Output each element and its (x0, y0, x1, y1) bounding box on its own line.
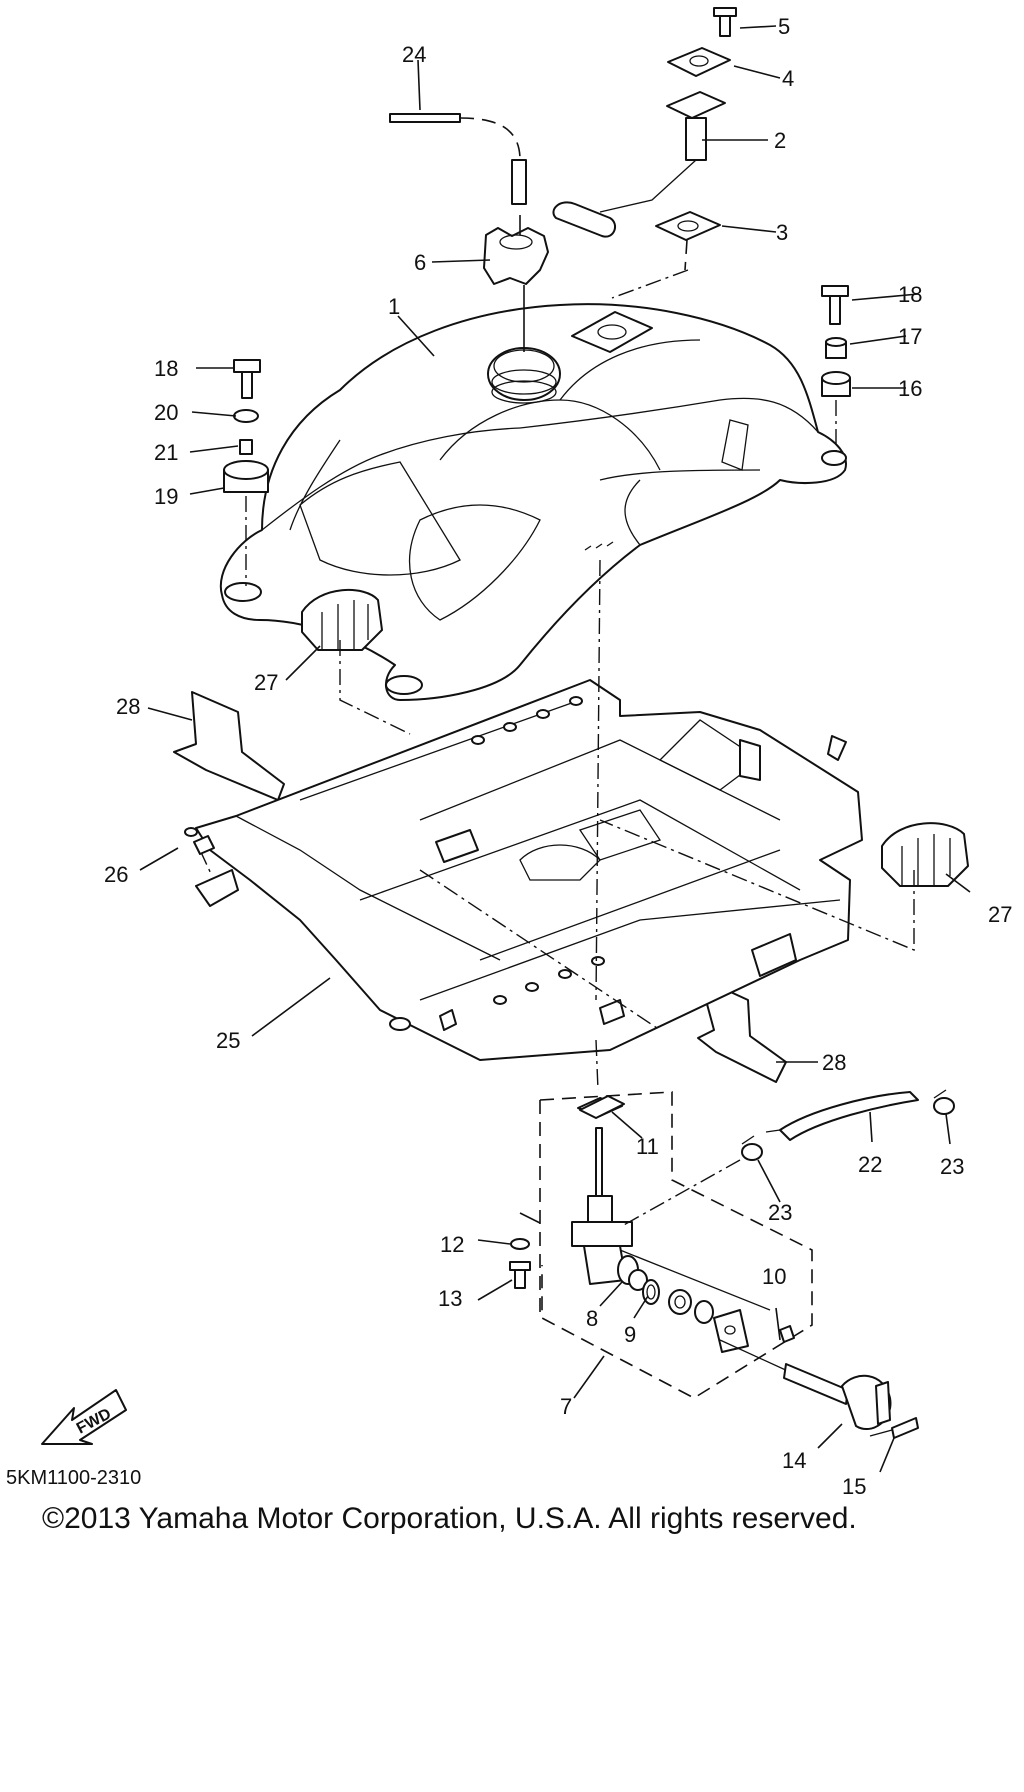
callout-11: 11 (636, 1134, 659, 1159)
callout-17: 17 (898, 324, 922, 349)
callout-16: 16 (898, 376, 922, 401)
callout-2: 2 (774, 128, 786, 153)
callout-9: 9 (624, 1322, 636, 1347)
drawing-code: 5KM1100-2310 (6, 1467, 142, 1489)
callout-8: 8 (586, 1306, 598, 1331)
callout-18-right: 18 (898, 282, 922, 307)
callout-numbers: 1 2 3 4 5 6 7 8 9 10 11 12 13 14 15 16 1… (104, 14, 1012, 1499)
callout-28-left: 28 (116, 694, 140, 719)
callout-28-right: 28 (822, 1050, 846, 1075)
callout-5: 5 (778, 14, 790, 39)
fuel-sender-assembly (552, 7, 737, 299)
callout-20: 20 (154, 400, 178, 425)
callout-leaders (139, 25, 971, 1473)
right-mount-hardware (821, 285, 851, 452)
forward-arrow: FWD (41, 1389, 127, 1445)
callout-27-right: 27 (988, 902, 1012, 927)
callout-26: 26 (104, 862, 128, 887)
callout-22: 22 (858, 1152, 882, 1177)
callout-23-center: 23 (768, 1200, 792, 1225)
copyright-notice: ©2013 Yamaha Motor Corporation, U.S.A. A… (42, 1502, 857, 1535)
callout-1: 1 (388, 294, 400, 319)
callout-14: 14 (782, 1448, 806, 1473)
alignment-lines (199, 559, 915, 1091)
screw-26 (184, 827, 215, 855)
callout-15: 15 (842, 1474, 866, 1499)
callout-24: 24 (402, 42, 426, 67)
fuel-cock-gasket (579, 1095, 625, 1119)
hose-clamp-bottom (741, 1135, 763, 1161)
callout-25: 25 (216, 1028, 240, 1053)
callout-18-left: 18 (154, 356, 178, 381)
left-mount-hardware (223, 359, 269, 586)
callout-7: 7 (560, 1394, 572, 1419)
breather-hose (389, 113, 527, 206)
fuel-tank-base (195, 679, 863, 1061)
washer-screw-12-13 (509, 1212, 541, 1289)
fuel-hose (765, 1091, 919, 1141)
callout-13: 13 (438, 1286, 462, 1311)
side-cover-right (697, 977, 787, 1083)
callout-21: 21 (154, 440, 178, 465)
callout-23-right: 23 (940, 1154, 964, 1179)
fuel-cock-lever (783, 1363, 919, 1439)
callout-6: 6 (414, 250, 426, 275)
callout-19: 19 (154, 484, 178, 509)
side-cover-left (173, 691, 285, 801)
callout-12: 12 (440, 1232, 464, 1257)
callout-4: 4 (782, 66, 794, 91)
fuel-cock-assembly (539, 1091, 813, 1399)
hose-clamp-top (933, 1089, 955, 1115)
fuel-cap (483, 215, 549, 352)
damper-pad-left (301, 588, 383, 651)
damper-pad-right (881, 822, 969, 887)
hose-connection-line (621, 1159, 741, 1227)
callout-10: 10 (762, 1264, 786, 1289)
callout-3: 3 (776, 220, 788, 245)
callout-27-left: 27 (254, 670, 278, 695)
